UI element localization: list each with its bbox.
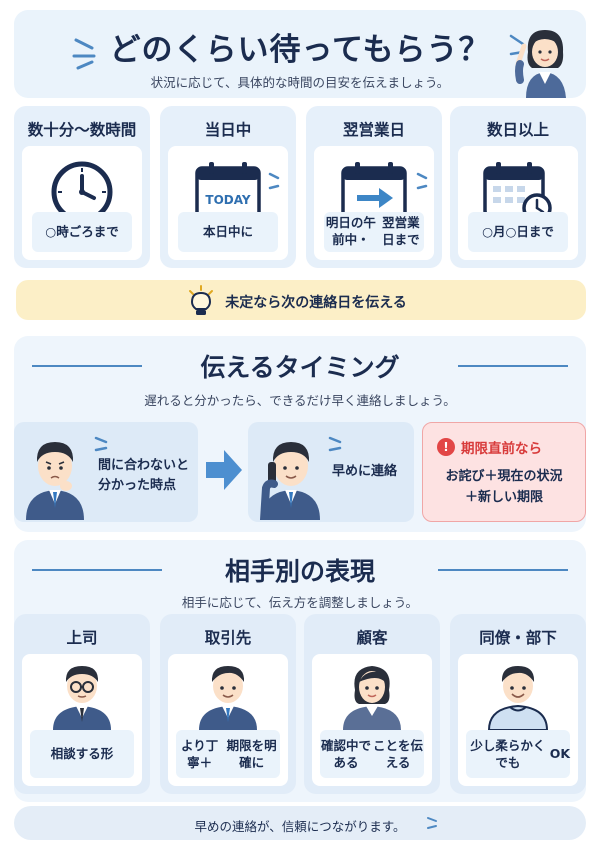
section-subtitle: 相手に応じて、伝え方を調整しましょう。 [181, 595, 419, 610]
partner-card-label-line: 確認中である [321, 737, 372, 771]
footer-text: 早めの連絡が、信頼につながります。 [194, 819, 406, 834]
timing-card-several-days: 数日以上 ○月○日まで [450, 106, 586, 268]
partner-card-body: より丁寧＋ 期限を明確に [168, 654, 288, 786]
customer-woman-icon [343, 666, 401, 730]
lightbulb-icon [189, 285, 213, 315]
step-text-line: 間に合わないと [98, 458, 190, 473]
partner-card-label: 確認中である ことを伝える [320, 730, 424, 778]
boss-with-glasses-icon [53, 666, 111, 730]
sparkle-lines-icon [72, 38, 96, 70]
divider [32, 365, 142, 367]
clock-icon [51, 161, 113, 223]
partner-card-label-line: ことを伝える [373, 737, 424, 771]
timing-card-next-business-day: 翌営業日 明日の午前中・ 翌営業日まで [306, 106, 442, 268]
partner-card-body: 確認中である ことを伝える [312, 654, 432, 786]
timing-card-label: 明日の午前中・ 翌営業日まで [324, 212, 424, 252]
timing-card-label: 本日中に [178, 212, 278, 252]
sparkle-lines-icon [94, 436, 108, 452]
partner-card-label-line: より丁寧＋ [180, 737, 219, 771]
timing-card-body: 明日の午前中・ 翌営業日まで [314, 146, 434, 260]
sparkle-lines-icon [268, 172, 280, 190]
timing-card-title: 数日以上 [486, 121, 549, 139]
divider [438, 569, 568, 571]
partner-card-label-line: OK [549, 746, 570, 762]
timing-card-body: ○月○日まで [458, 146, 578, 260]
timing-card-title: 当日中 [204, 121, 252, 139]
step-card-realize: 間に合わないと 分かった時点 [14, 422, 198, 522]
timing-card-title: 翌営業日 [342, 121, 405, 139]
section-title: 伝えるタイミング [200, 353, 400, 382]
hint-bar: 未定なら次の連絡日を伝える [16, 280, 586, 320]
step-card-contact: 早めに連絡 [248, 422, 414, 522]
arrow-right-icon [206, 450, 242, 490]
hint-text: 未定なら次の連絡日を伝える [225, 295, 407, 311]
today-text: TODAY [205, 193, 250, 207]
man-on-phone-icon [260, 442, 320, 520]
partner-card-title: 取引先 [204, 629, 252, 647]
woman-pointing-icon [515, 30, 566, 98]
sparkle-lines-icon [427, 817, 437, 829]
timing-card-label-text: 明日の午前中・ [325, 215, 376, 247]
alert-line: お詫び＋現在の状況 [445, 469, 563, 484]
partner-card-boss: 上司 相談する形 [14, 614, 150, 794]
today-calendar-icon: TODAY [195, 162, 261, 220]
timing-card-label: ○月○日まで [468, 212, 568, 252]
partner-card-customer: 顧客 確認中である ことを伝える [304, 614, 440, 794]
calendar-arrow-icon [341, 162, 407, 220]
business-partner-icon [199, 666, 257, 730]
timing-card-title: 数十分〜数時間 [27, 121, 137, 139]
partner-card-label: 少し柔らかくでも OK [466, 730, 570, 778]
partner-card-body: 少し柔らかくでも OK [458, 654, 578, 786]
exclamation-icon: ! [437, 438, 455, 456]
alert-line: ＋新しい期限 [464, 489, 543, 505]
alert-title: ! 期限直前なら [437, 437, 542, 457]
page-title: どのくらい待ってもらう？ [109, 32, 491, 68]
timing-card-label: ○時ごろまで [32, 212, 132, 252]
section-subtitle: 遅れると分かったら、できるだけ早く連絡しましょう。 [144, 393, 456, 408]
section-title: 相手別の表現 [224, 557, 375, 586]
partner-card-body: 相談する形 [22, 654, 142, 786]
partner-card-client: 取引先 より丁寧＋ 期限を明確に [160, 614, 296, 794]
partner-card-title: 顧客 [356, 629, 388, 647]
partner-card-label-line: 相談する形 [50, 746, 114, 762]
alert-title-text: 期限直前なら [461, 441, 542, 457]
sparkle-lines-icon [328, 436, 342, 452]
header-panel: どのくらい待ってもらう？ 状況に応じて、具体的な時間の目安を伝えましょう。 [14, 10, 586, 98]
deadline-alert-card: ! 期限直前なら お詫び＋現在の状況 ＋新しい期限 [422, 422, 586, 522]
timing-card-label-text: 翌営業日まで [382, 215, 420, 247]
divider [458, 365, 568, 367]
alert-body: お詫び＋現在の状況 ＋新しい期限 [423, 467, 585, 509]
partner-card-title: 同僚・部下 [479, 629, 557, 647]
step-text: 間に合わないと 分かった時点 [98, 456, 189, 495]
timing-card-minutes: 数十分〜数時間 ○時ごろまで [14, 106, 150, 268]
step-text-line: 分かった時点 [98, 477, 177, 493]
step-text: 早めに連絡 [332, 464, 398, 479]
colleague-icon [487, 666, 549, 730]
page-subtitle: 状況に応じて、具体的な時間の目安を伝えましょう。 [150, 75, 450, 90]
footer-bar: 早めの連絡が、信頼につながります。 [14, 806, 586, 840]
partner-card-label-line: 期限を明確に [226, 737, 277, 771]
partner-card-label: 相談する形 [30, 730, 134, 778]
timing-card-today: 当日中 TODAY 本日中に [160, 106, 296, 268]
sparkle-lines-icon [416, 172, 428, 190]
divider [32, 569, 162, 571]
partner-card-label: より丁寧＋ 期限を明確に [176, 730, 280, 778]
timing-card-body: TODAY 本日中に [168, 146, 288, 260]
worried-man-icon [26, 442, 84, 520]
timing-card-body: ○時ごろまで [22, 146, 142, 260]
partner-card-colleague: 同僚・部下 少し柔らかくでも OK [450, 614, 586, 794]
partner-card-label-line: 少し柔らかくでも [470, 737, 546, 771]
partner-card-title: 上司 [66, 629, 98, 647]
